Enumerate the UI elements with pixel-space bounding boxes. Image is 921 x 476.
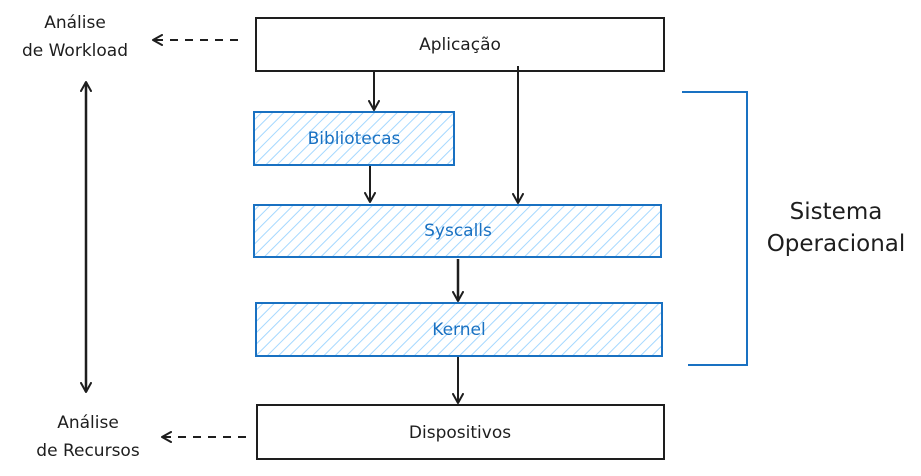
syscalls-box: Syscalls bbox=[253, 204, 662, 258]
kernel-box: Kernel bbox=[255, 302, 663, 357]
kernel-label: Kernel bbox=[432, 320, 485, 340]
analise-recursos-label: Análise de Recursos bbox=[36, 413, 140, 461]
bibliotecas-label: Bibliotecas bbox=[308, 129, 401, 149]
dispositivos-label: Dispositivos bbox=[409, 423, 511, 443]
analise-workload-line1: Análise bbox=[44, 13, 106, 33]
sistema-operacional-line2: Operacional bbox=[767, 231, 906, 257]
aplicacao-box: Aplicação bbox=[255, 17, 665, 72]
dispositivos-box: Dispositivos bbox=[256, 404, 665, 460]
analise-recursos-line2: de Recursos bbox=[36, 441, 140, 461]
analise-workload-line2: de Workload bbox=[22, 41, 128, 61]
syscalls-label: Syscalls bbox=[424, 221, 492, 241]
analise-workload-label: Análise de Workload bbox=[22, 13, 128, 61]
sistema-operacional-bracket bbox=[682, 91, 748, 366]
sistema-operacional-line1: Sistema bbox=[790, 199, 883, 225]
bibliotecas-box: Bibliotecas bbox=[253, 111, 455, 166]
aplicacao-label: Aplicação bbox=[419, 35, 501, 55]
sistema-operacional-label: Sistema Operacional bbox=[767, 199, 906, 257]
analise-recursos-line1: Análise bbox=[57, 413, 119, 433]
